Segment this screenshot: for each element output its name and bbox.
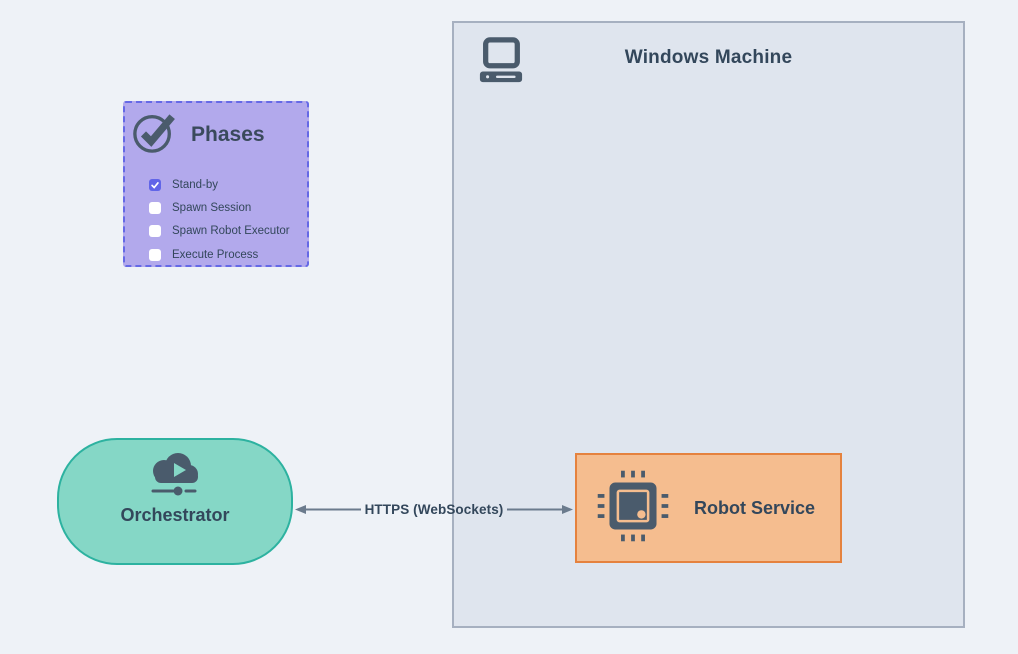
phase-label: Spawn Session [172, 202, 252, 215]
windows-machine-title: Windows Machine [624, 47, 793, 68]
checkbox-spawn-robot-executor[interactable] [149, 225, 161, 238]
checkbox-stand-by[interactable] [149, 178, 161, 191]
cloud-play-icon [147, 450, 203, 503]
connection-label: HTTPS (WebSockets) [364, 502, 504, 517]
phases-panel: Phases Stand-by Spawn Session Spawn Robo… [123, 101, 309, 267]
robot-service-node: Robot Service [575, 453, 842, 563]
phase-item-spawn-robot-executor: Spawn Robot Executor [149, 220, 307, 243]
check-circle-icon [132, 109, 176, 160]
arrowhead-right [562, 505, 573, 514]
phases-title: Phases [191, 122, 265, 146]
computer-icon [478, 37, 524, 90]
phase-item-spawn-session: Spawn Session [149, 196, 307, 219]
checkbox-spawn-session[interactable] [149, 202, 161, 215]
phases-header: Phases [125, 103, 307, 160]
arrowhead-left [295, 505, 306, 514]
orchestrator-node: Orchestrator [57, 438, 293, 565]
phase-label: Execute Process [172, 248, 259, 261]
phase-label: Spawn Robot Executor [172, 225, 290, 238]
orchestrator-label: Orchestrator [120, 505, 230, 525]
checkbox-execute-process[interactable] [149, 248, 161, 261]
cpu-chip-icon [595, 464, 671, 553]
check-icon [151, 181, 159, 189]
connection-arrow [295, 505, 573, 514]
phase-item-stand-by: Stand-by [149, 173, 307, 196]
robot-service-label: Robot Service [694, 497, 816, 518]
phase-label: Stand-by [172, 178, 219, 191]
phase-list: Stand-by Spawn Session Spawn Robot Execu… [125, 173, 307, 267]
phase-item-execute-process: Execute Process [149, 243, 307, 266]
